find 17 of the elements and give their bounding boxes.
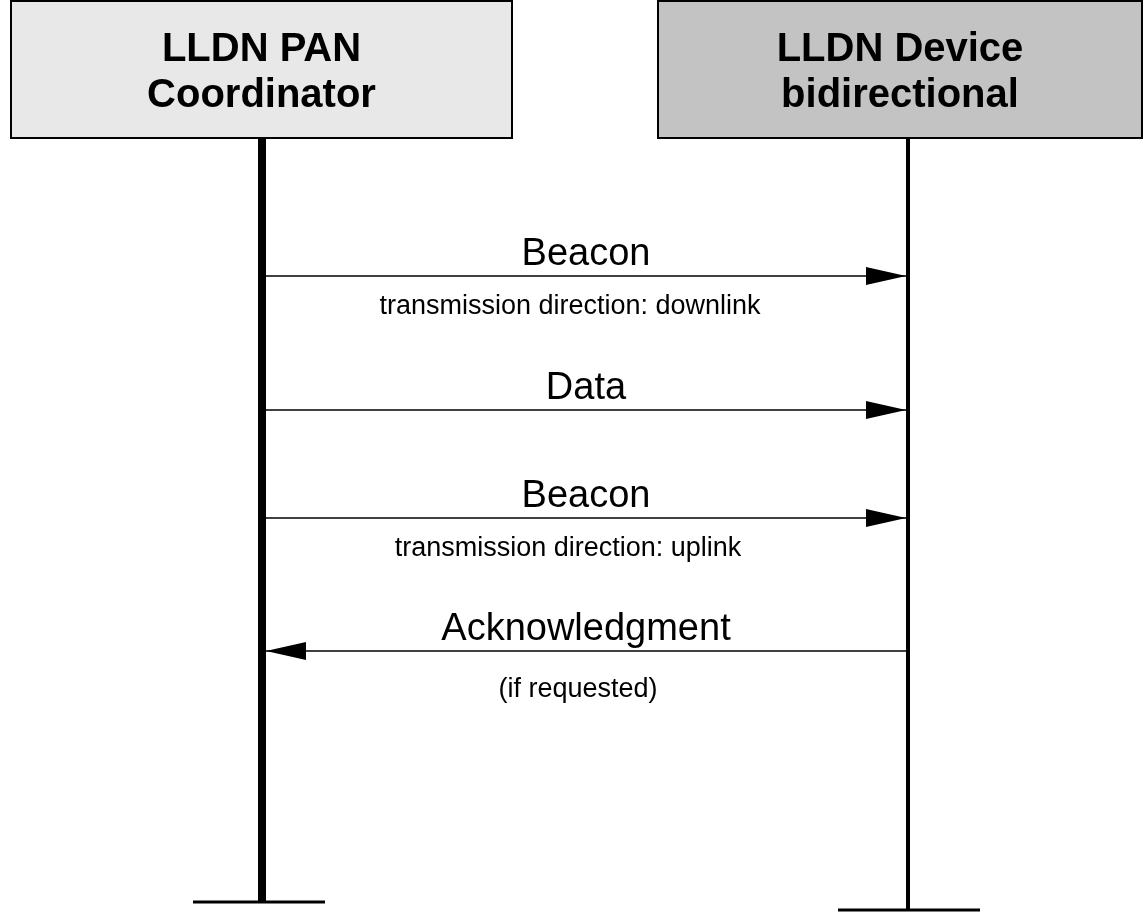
message-label: Beacon — [521, 232, 651, 272]
message-arrow — [265, 642, 907, 660]
lifeline — [906, 139, 910, 910]
message-note: transmission direction: uplink — [394, 532, 742, 562]
lifeline — [258, 139, 266, 902]
participant-box — [10, 0, 513, 139]
message-label: Acknowledgment — [441, 607, 731, 647]
message-note: (if requested) — [498, 673, 658, 703]
message-label: Beacon — [521, 474, 651, 514]
message-note: transmission direction: downlink — [379, 290, 761, 320]
message-arrow — [265, 401, 907, 419]
message-label: Data — [545, 366, 627, 406]
message-arrow — [265, 267, 907, 285]
participant-name: LLDN PAN Coordinator — [146, 23, 377, 116]
participant-box — [657, 0, 1143, 139]
message-arrow — [265, 509, 907, 527]
participant-name: LLDN Device bidirectional — [775, 23, 1025, 116]
